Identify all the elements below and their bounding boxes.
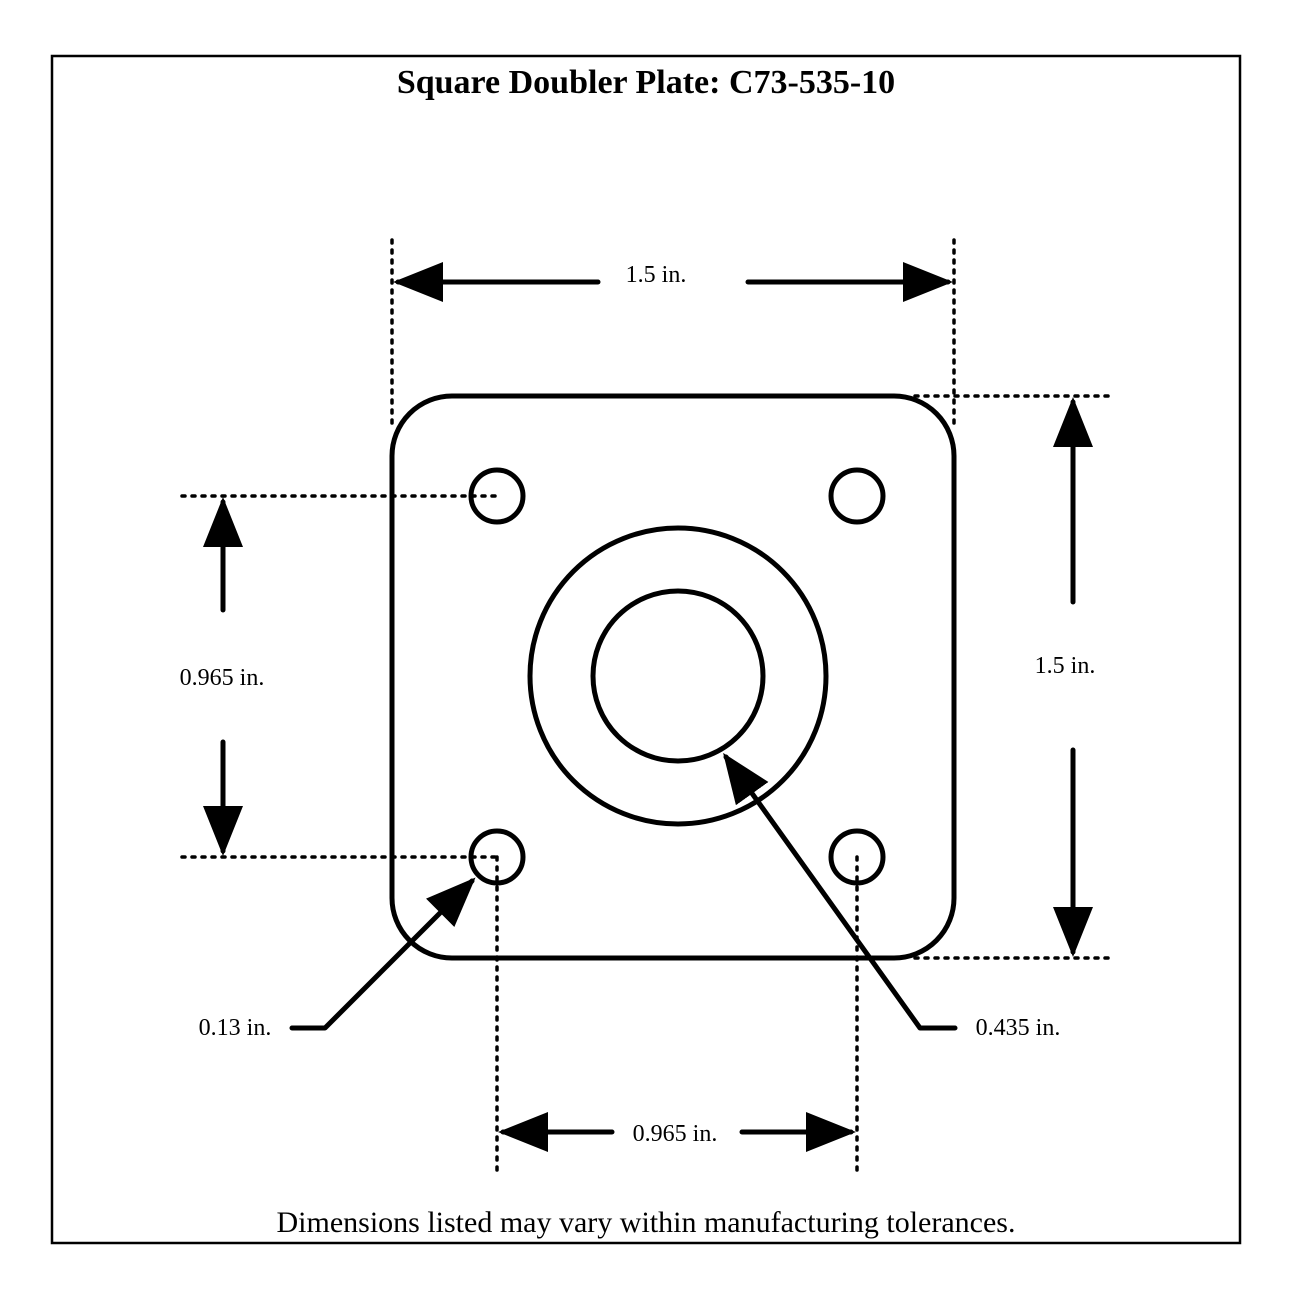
page-frame [50,54,1242,1245]
plate-outline [389,393,957,961]
bolt-hole-top-right [828,467,886,525]
drawing-title: Square Doubler Plate: C73-535-10 [397,64,895,101]
bolt-hole-bottom-right [828,828,886,886]
overall-height-label: 1.5 in. [1035,653,1096,679]
center-hole-leader [723,752,958,1031]
small-hole-diameter-label: 0.13 in. [199,1015,272,1041]
tolerance-footnote: Dimensions listed may vary within manufa… [277,1206,1016,1239]
center-hole [590,588,766,764]
hole-spacing-vertical-label: 0.965 in. [180,665,265,691]
center-boss-ring [527,525,829,827]
center-hole-diameter-label: 0.435 in. [976,1015,1061,1041]
small-hole-leader [289,877,476,1031]
hole-spacing-horizontal-label: 0.965 in. [633,1121,718,1147]
overall-width-label: 1.5 in. [626,262,687,288]
bolt-hole-top-left [468,467,526,525]
